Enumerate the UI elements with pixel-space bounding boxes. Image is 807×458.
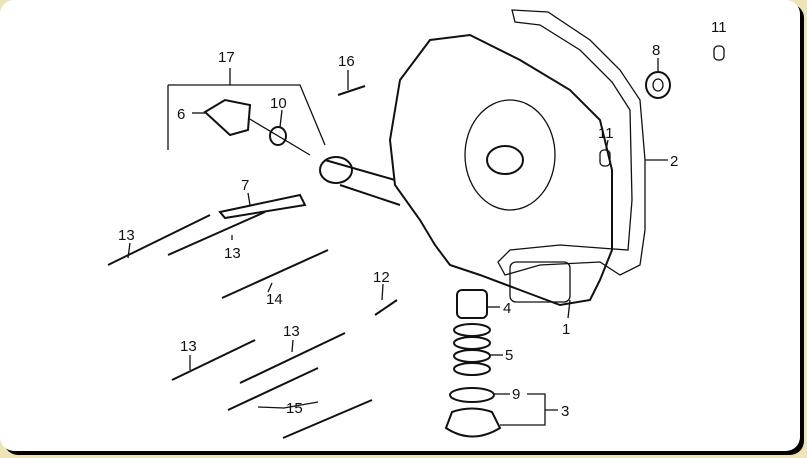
leader-7 <box>247 192 251 206</box>
cover-arm <box>324 159 401 206</box>
bolt-part-14 <box>221 249 329 299</box>
bolt-part-13-a <box>107 214 211 266</box>
dowel-part-11 <box>599 149 611 167</box>
bracket-part-7 <box>218 193 307 220</box>
bolt-part-13-b <box>167 211 266 256</box>
callout-3: 3 <box>561 403 569 420</box>
callout-10: 10 <box>270 95 287 112</box>
callout-line-17 <box>167 68 326 150</box>
callout-11-top: 11 <box>711 19 727 36</box>
callout-14: 14 <box>266 291 283 308</box>
seal-part-8 <box>645 71 671 99</box>
seal-inner <box>652 78 664 92</box>
callout-6: 6 <box>177 106 185 123</box>
oring-part-10 <box>269 126 287 146</box>
cover-bearing <box>486 145 524 175</box>
callout-11: 11 <box>598 125 614 142</box>
callout-13-c: 13 <box>180 338 197 355</box>
callout-1: 1 <box>562 321 570 338</box>
callout-17: 17 <box>218 49 235 66</box>
callout-5: 5 <box>505 347 513 364</box>
callout-4: 4 <box>503 300 511 317</box>
bolt-part-16 <box>337 85 366 96</box>
leader-lines-bolts <box>127 235 384 409</box>
leader-9-3 <box>494 393 558 426</box>
cover-lower-boss <box>509 261 571 303</box>
callout-13-b: 13 <box>224 245 241 262</box>
cover-arm-ring <box>319 156 353 184</box>
callout-16: 16 <box>338 53 355 70</box>
callout-2: 2 <box>670 153 678 170</box>
bushing-part-4 <box>456 289 488 319</box>
bolt-part-15-b <box>282 399 373 439</box>
bolt-part-13-c <box>171 339 256 381</box>
leader-11 <box>605 139 609 151</box>
callout-15: 15 <box>286 400 303 417</box>
bolt-part-15-a <box>227 367 319 411</box>
knob-part-6 <box>203 98 252 137</box>
cap-part-3 <box>444 407 502 438</box>
cover-part-1 <box>388 33 613 307</box>
cover-boss <box>464 99 556 211</box>
callout-7: 7 <box>241 177 249 194</box>
callout-13-a: 13 <box>118 227 135 244</box>
gasket-part-2 <box>497 9 646 276</box>
leader-10 <box>279 109 283 128</box>
spring-part-5 <box>453 323 491 376</box>
dowel-part-11-top <box>713 45 725 61</box>
callout-9: 9 <box>512 386 520 403</box>
callout-12: 12 <box>373 269 390 286</box>
callout-13-d: 13 <box>283 323 300 340</box>
washer-part-9 <box>449 387 495 403</box>
callout-8: 8 <box>652 42 660 59</box>
shaft-part-6 <box>247 117 311 156</box>
leader-1 <box>567 299 571 319</box>
bolt-part-12 <box>374 299 398 316</box>
bolt-part-13-d <box>239 332 346 384</box>
